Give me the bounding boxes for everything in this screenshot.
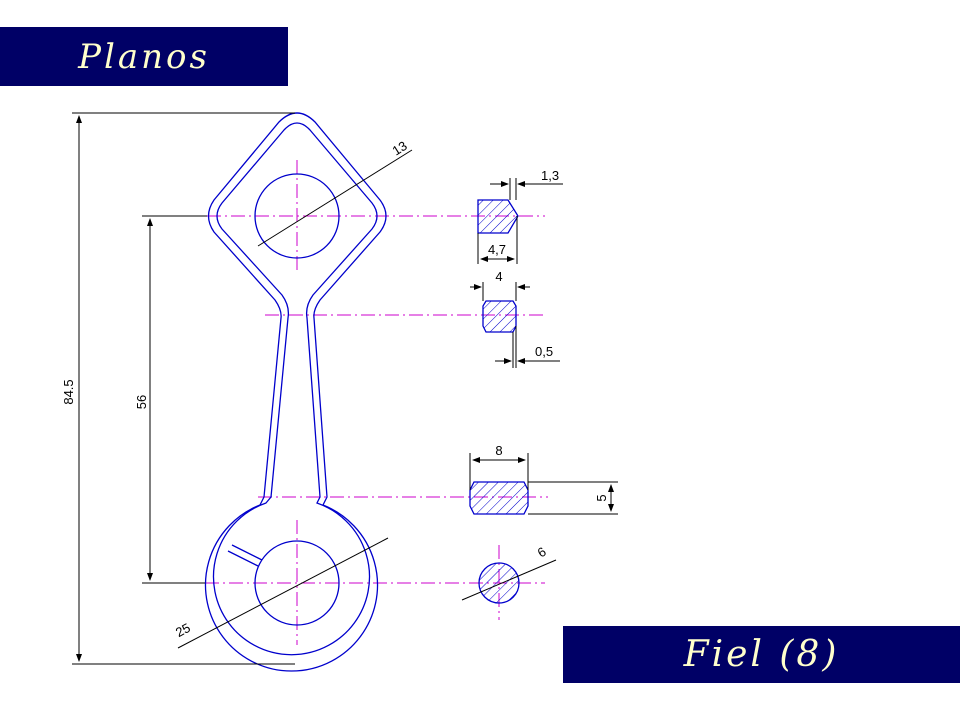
- dim-text-small-end-dia: 13: [390, 138, 410, 158]
- dimension-lines: [72, 112, 618, 665]
- small-end-bore: [254, 173, 340, 259]
- dim-line-big-end-dia: [177, 537, 389, 649]
- dim-text-small-section-width: 4,7: [488, 242, 506, 257]
- slide-footer-banner: Fiel (8): [563, 626, 960, 683]
- dim-text-total-length: 84.5: [61, 379, 76, 404]
- dim-text-web-offset: 1,3: [541, 168, 559, 183]
- section-lower-web: [469, 481, 529, 515]
- dim-text-round-section-dia: 6: [535, 544, 549, 561]
- dim-line-small-end-dia: [257, 149, 413, 247]
- big-end-bore: [254, 540, 340, 626]
- dim-text-mid-section-width: 4: [495, 269, 502, 284]
- section-round: [478, 562, 520, 604]
- big-end-split-line-2: [227, 550, 259, 567]
- dim-text-bottom-section-height: 5: [594, 494, 609, 501]
- rod-inner-profile: [212, 122, 378, 656]
- slide-footer: Fiel (8): [683, 634, 840, 675]
- section-small-end: [477, 199, 519, 234]
- dim-text-center-distance: 56: [134, 395, 149, 409]
- dim-text-big-end-dia: 25: [173, 620, 193, 640]
- dim-line-round-dia: [461, 559, 557, 601]
- slide-title-banner: Planos: [0, 27, 288, 86]
- slide-title: Planos: [78, 36, 210, 77]
- section-upper-web: [482, 300, 517, 333]
- rod-outer-profile: [204, 112, 387, 672]
- dim-text-chamfer: 0,5: [535, 344, 553, 359]
- rod-outline: [204, 112, 387, 672]
- big-end-split-line-1: [231, 544, 263, 561]
- sections: [469, 199, 529, 604]
- dim-text-bottom-section-width: 8: [495, 443, 502, 458]
